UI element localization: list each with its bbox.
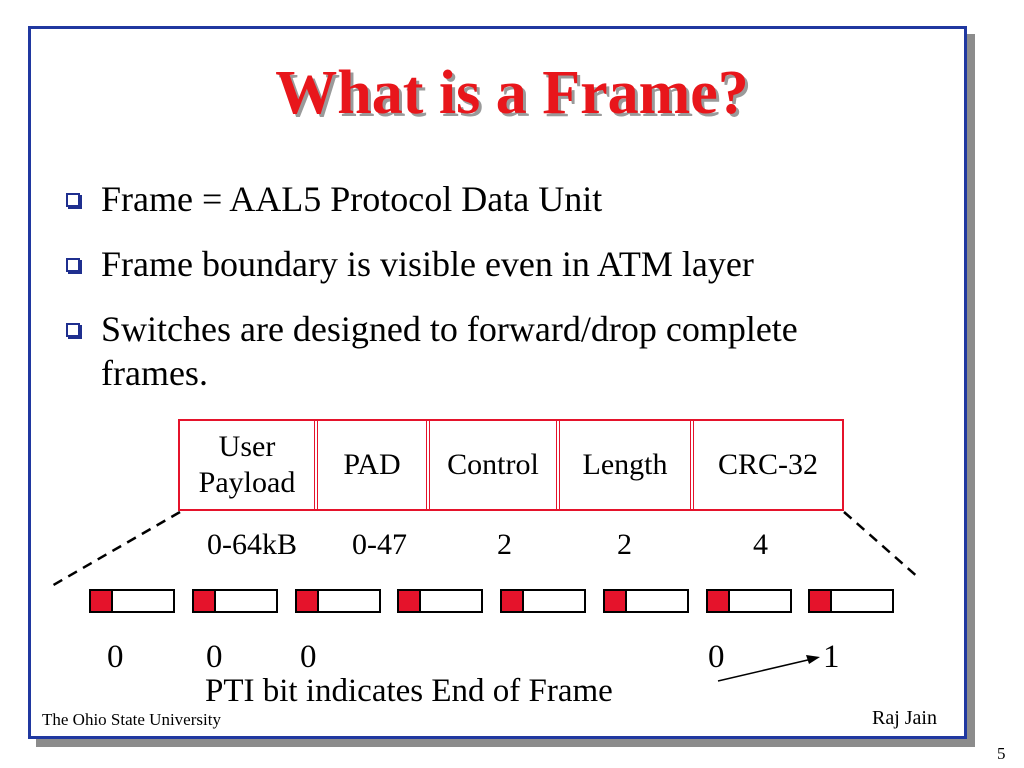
pti-bit-label: 0 bbox=[300, 639, 317, 675]
pdu-size-control: 2 bbox=[497, 528, 512, 561]
pdu-field-divider bbox=[426, 421, 430, 509]
bullet-text: Frame boundary is visible even in ATM la… bbox=[101, 244, 754, 284]
page-number: 5 bbox=[997, 744, 1006, 763]
atm-cell bbox=[397, 589, 483, 613]
pti-bit-label: 1 bbox=[823, 639, 840, 675]
atm-cell-header bbox=[91, 591, 113, 611]
atm-cell-header bbox=[399, 591, 421, 611]
atm-cell bbox=[808, 589, 894, 613]
pti-arrow-line bbox=[717, 658, 813, 682]
pdu-field-divider bbox=[556, 421, 560, 509]
atm-cell-header bbox=[605, 591, 627, 611]
pdu-field-pad: PAD bbox=[343, 448, 401, 481]
atm-cell bbox=[295, 589, 381, 613]
square-bullet-icon bbox=[66, 323, 80, 337]
pti-arrow-head bbox=[806, 655, 820, 664]
pdu-field-control: Control bbox=[447, 448, 539, 481]
atm-cell-header bbox=[297, 591, 319, 611]
pdu-field-crc32: CRC-32 bbox=[717, 448, 819, 481]
square-bullet-icon bbox=[66, 193, 80, 207]
atm-cell bbox=[192, 589, 278, 613]
footer-author: Raj Jain bbox=[872, 707, 937, 729]
pdu-field-divider bbox=[314, 421, 318, 509]
pti-bit-label: 0 bbox=[107, 639, 124, 675]
atm-cell bbox=[706, 589, 792, 613]
aal5-pdu-diagram: User Payload PAD Control Length CRC-32 bbox=[178, 419, 844, 511]
square-bullet-icon bbox=[66, 258, 80, 272]
footer-institution: The Ohio State University bbox=[42, 710, 221, 729]
atm-cell bbox=[89, 589, 175, 613]
pdu-size-user-payload: 0-64kB bbox=[207, 528, 297, 561]
pdu-size-crc32: 4 bbox=[753, 528, 768, 561]
bullet-text: Switches are designed to forward/drop co… bbox=[101, 309, 798, 393]
pdu-size-pad: 0-47 bbox=[352, 528, 407, 561]
pti-bit-label: 0 bbox=[206, 639, 223, 675]
pdu-field-user-payload: User Payload bbox=[198, 430, 296, 499]
atm-cell-header bbox=[194, 591, 216, 611]
pdu-size-length: 2 bbox=[617, 528, 632, 561]
slide-title: What is a Frame? bbox=[275, 59, 749, 127]
pdu-field-divider bbox=[690, 421, 694, 509]
atm-cell-header bbox=[502, 591, 524, 611]
slide-frame bbox=[28, 26, 967, 739]
right-dashed-line bbox=[843, 511, 921, 580]
left-dashed-line bbox=[49, 510, 181, 589]
atm-cell-header bbox=[810, 591, 832, 611]
pti-bit-label: 0 bbox=[708, 639, 725, 675]
pdu-field-length: Length bbox=[582, 448, 668, 481]
atm-cell bbox=[500, 589, 586, 613]
atm-cell bbox=[603, 589, 689, 613]
bullet-text: Frame = AAL5 Protocol Data Unit bbox=[101, 179, 603, 219]
pti-caption: PTI bit indicates End of Frame bbox=[205, 673, 613, 709]
atm-cell-header bbox=[708, 591, 730, 611]
